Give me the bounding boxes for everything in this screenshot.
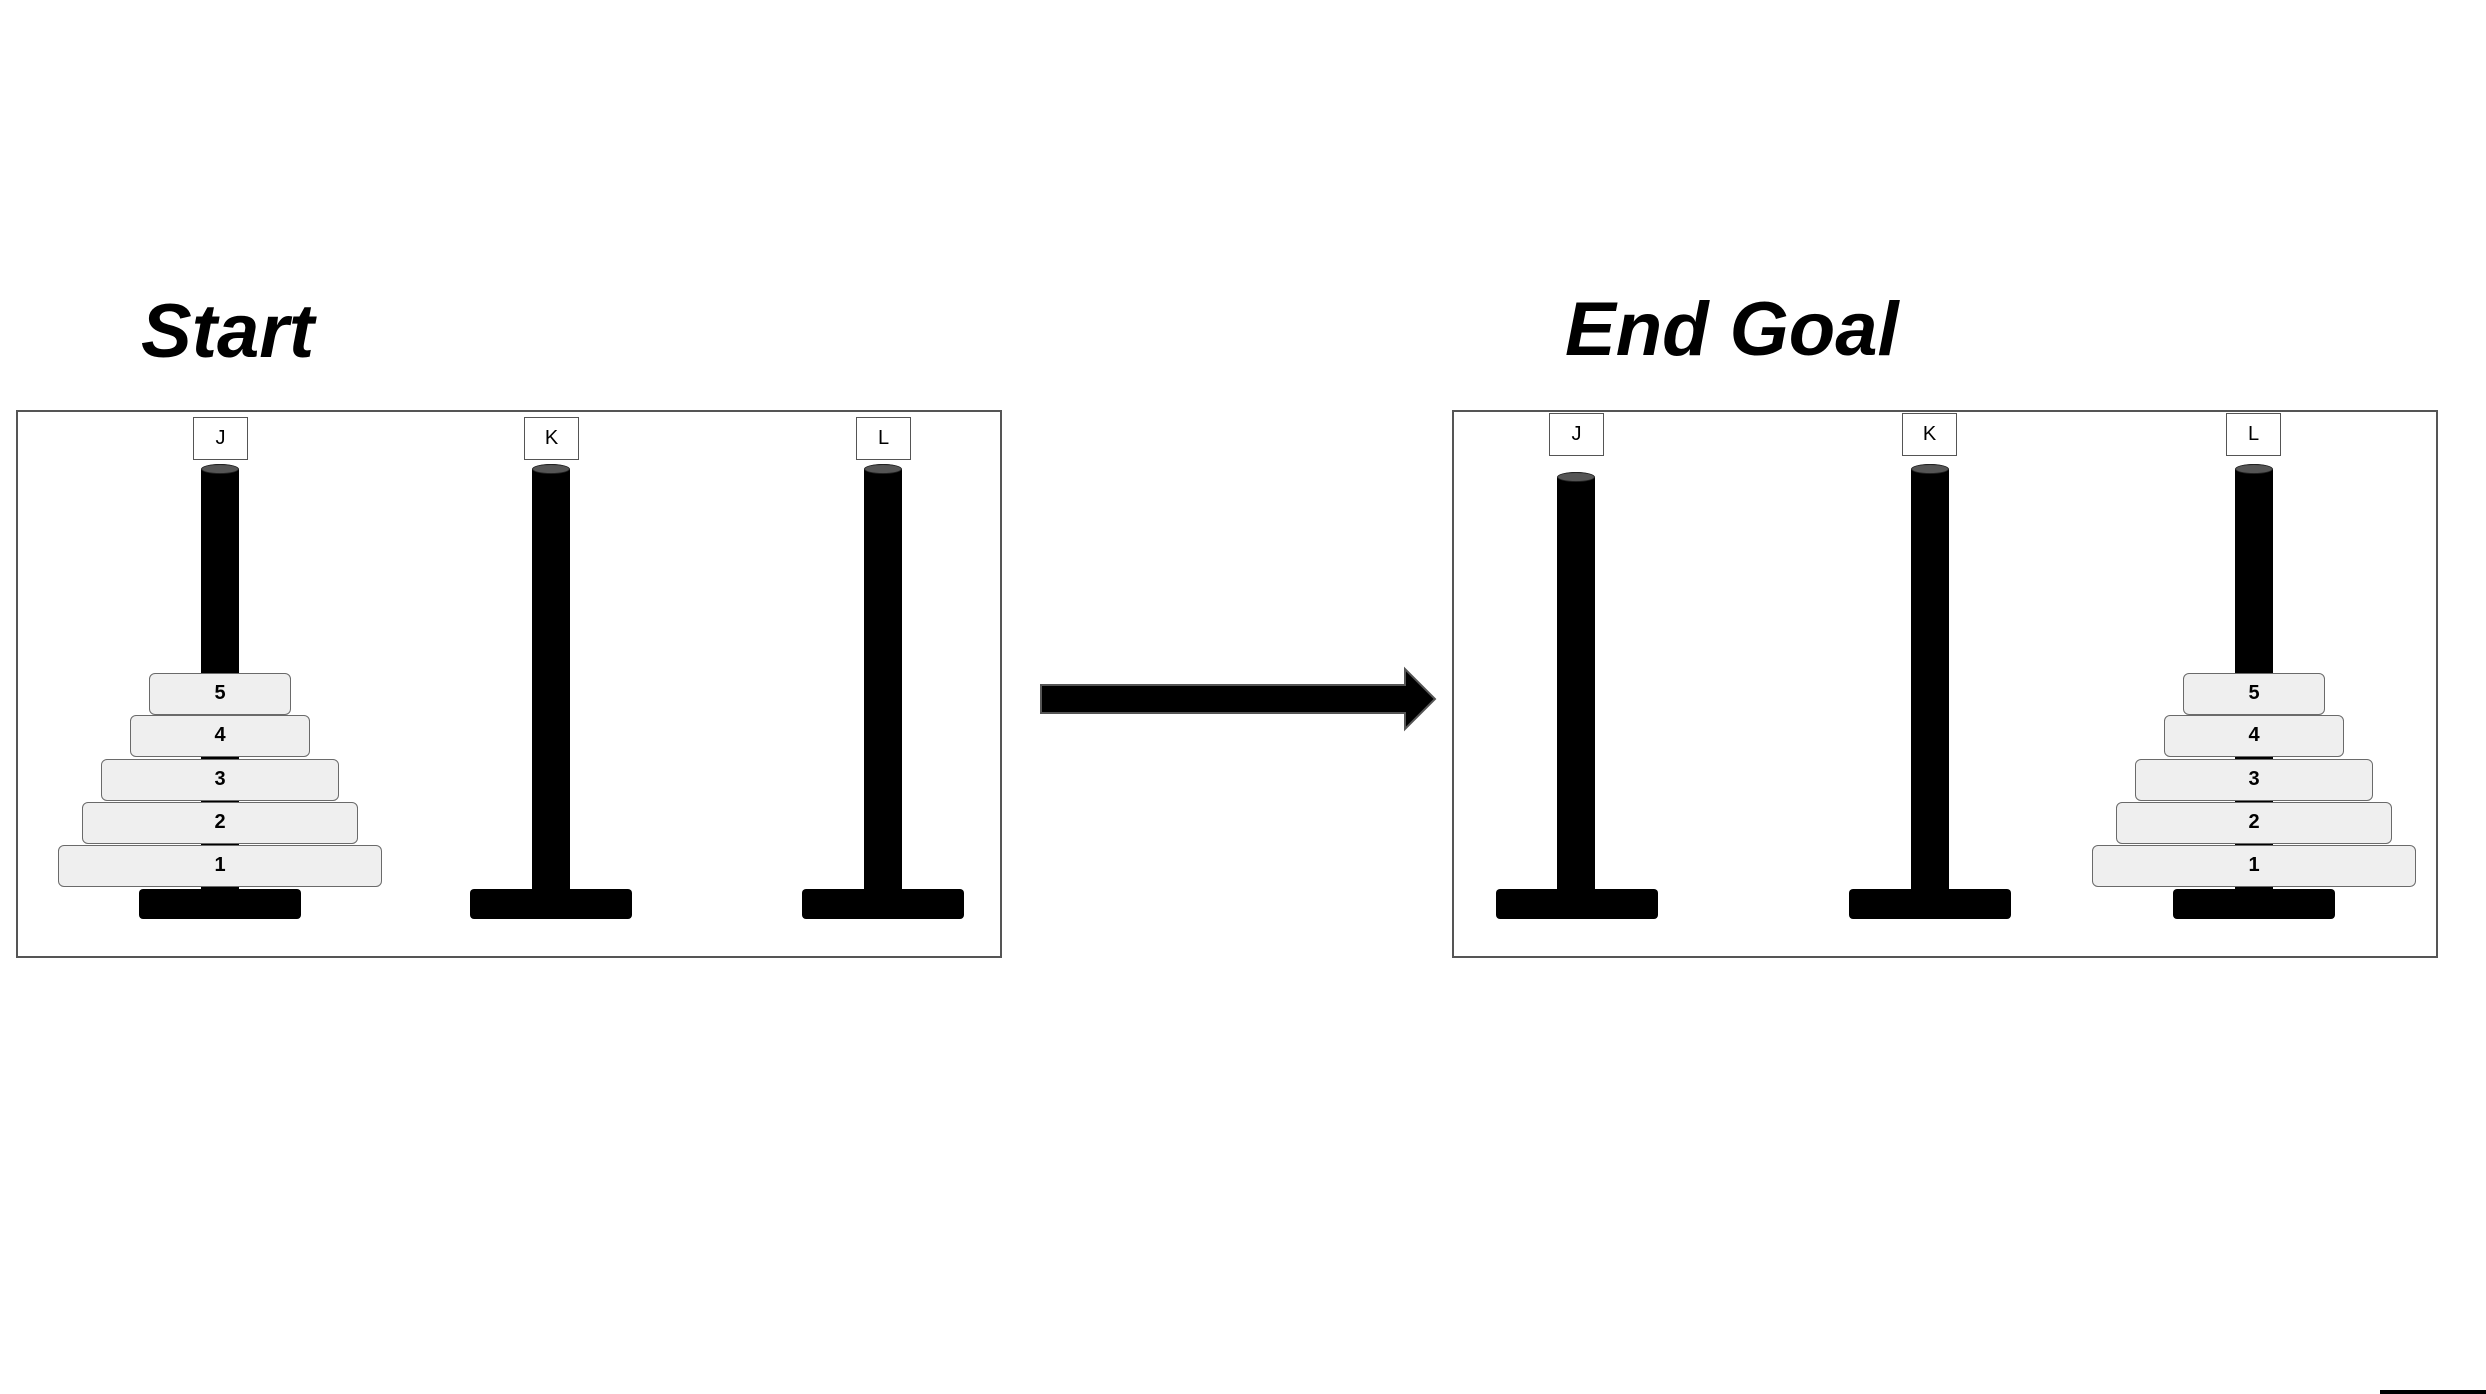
rod-k (1911, 464, 1949, 904)
disk-1: 1 (2092, 845, 2416, 887)
disk-3: 3 (101, 759, 339, 801)
peg-label-j: J (1549, 413, 1604, 456)
base-k (470, 889, 632, 919)
rod-cap (532, 464, 570, 474)
disk-2: 2 (2116, 802, 2392, 844)
rod-cap (1557, 472, 1595, 482)
start-heading: Start (141, 289, 315, 374)
start-panel: J 1 2 3 4 5 K L (16, 410, 1002, 958)
base-j (139, 889, 301, 919)
disk-4: 4 (2164, 715, 2344, 757)
peg-label-l: L (2226, 413, 2281, 456)
peg-label-j: J (193, 417, 248, 460)
disk-5: 5 (2183, 673, 2325, 715)
rod-l (864, 464, 902, 904)
peg-label-k: K (524, 417, 579, 460)
rod-cap (1911, 464, 1949, 474)
peg-label-l: L (856, 417, 911, 460)
base-j (1496, 889, 1658, 919)
rod-j (1557, 472, 1595, 908)
end-goal-panel: J K L 1 2 3 4 5 (1452, 410, 2438, 958)
disk-1: 1 (58, 845, 382, 887)
disk-2: 2 (82, 802, 358, 844)
rod-cap (2235, 464, 2273, 474)
right-arrow-icon (1040, 666, 1437, 732)
base-l (802, 889, 964, 919)
base-l (2173, 889, 2335, 919)
rod-cap (864, 464, 902, 474)
rod-k (532, 464, 570, 904)
disk-4: 4 (130, 715, 310, 757)
peg-label-k: K (1902, 413, 1957, 456)
rod-cap (201, 464, 239, 474)
base-k (1849, 889, 2011, 919)
corner-divider (2380, 1390, 2486, 1394)
end-goal-heading: End Goal (1565, 287, 1899, 372)
disk-5: 5 (149, 673, 291, 715)
disk-3: 3 (2135, 759, 2373, 801)
